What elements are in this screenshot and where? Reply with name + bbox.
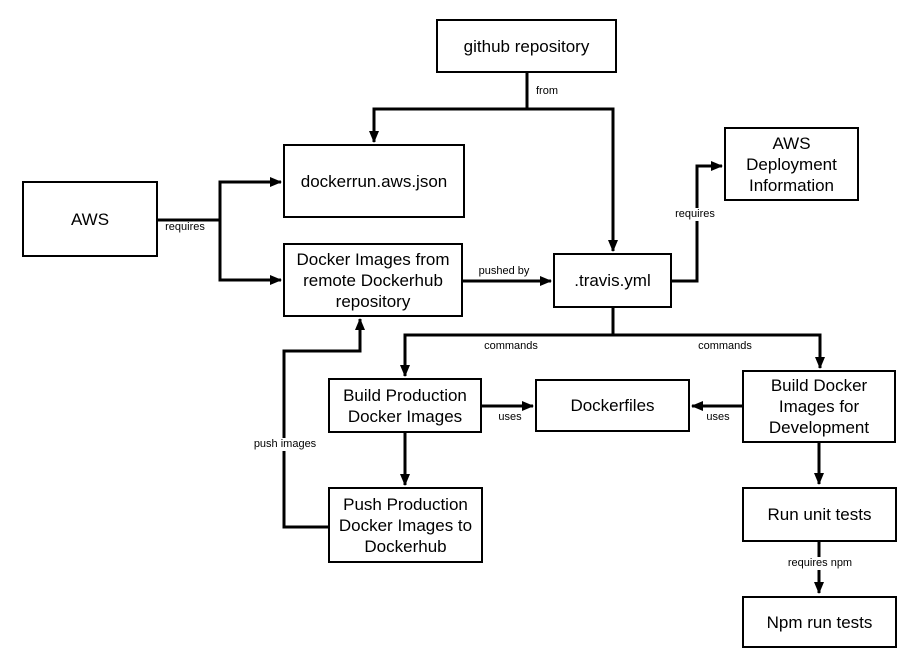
node-label-line: Push Production [343, 494, 468, 514]
node-travis-yml: .travis.yml [553, 253, 672, 308]
node-build-docker-dev: Build Docker Images for Development [742, 370, 896, 443]
node-label-line: Images for [778, 397, 860, 416]
node-docker-images-remote: Docker Images from remote Dockerhub repo… [283, 243, 463, 317]
edge-travis-to-aws-deployment [672, 161, 723, 283]
edge-github-to-dockerrun [369, 73, 529, 143]
node-aws-deployment-information: AWS Deployment Information [724, 127, 859, 201]
node-label-line: Development [768, 418, 870, 437]
edge-push-production-to-docker-images [282, 318, 365, 529]
node-label-line: dockerrun.aws.json [300, 171, 448, 191]
node-label-line: Docker Images [347, 406, 463, 426]
edge-travis-to-build-docker-dev [613, 333, 825, 369]
node-label-line: Docker Images from [296, 249, 450, 269]
node-label-line: Build Docker [770, 376, 868, 395]
node-label-line: AWS [70, 209, 110, 229]
edge-aws-to-dockerrun [158, 177, 282, 222]
node-label-line: Npm run tests [766, 612, 873, 632]
edge-label-uses-right: uses [706, 411, 730, 423]
node-label-line: Deployment [746, 154, 837, 174]
node-run-unit-tests: Run unit tests [742, 487, 897, 542]
node-push-production-images: Push Production Docker Images to Dockerh… [328, 487, 483, 563]
edge-aws-to-docker-images [218, 220, 282, 285]
node-label-line: repository [335, 291, 411, 311]
node-dockerfiles: Dockerfiles [535, 379, 690, 432]
node-label-line: .travis.yml [574, 271, 651, 290]
edge-label-push-images: push images [251, 438, 319, 451]
edge-label-from: from [536, 85, 558, 97]
edge-travis-to-build-production [400, 308, 615, 377]
node-label-line: Dockerhub [364, 536, 447, 556]
node-github-repository: github repository [436, 19, 617, 73]
edge-label-requires-npm: requires npm [785, 557, 855, 570]
node-label-line: Build Production [343, 385, 467, 405]
edge-label-requires-travis: requires [673, 208, 717, 221]
node-label-line: remote Dockerhub [303, 270, 443, 290]
edge-label-requires-aws: requires [165, 221, 205, 233]
node-label-line: AWS [772, 133, 811, 153]
node-build-production-images: Build Production Docker Images [328, 378, 482, 433]
edge-github-to-travis [527, 107, 618, 252]
node-label-line: Information [748, 175, 835, 195]
node-npm-run-tests: Npm run tests [742, 596, 897, 648]
edge-label-commands-left: commands [484, 340, 538, 352]
node-label-line: Docker Images to [338, 515, 473, 535]
edge-label-pushed-by: pushed by [478, 265, 530, 277]
edge-label-commands-right: commands [698, 340, 752, 352]
node-aws: AWS [22, 181, 158, 257]
node-label-line: github repository [463, 36, 590, 56]
node-dockerrun-aws-json: dockerrun.aws.json [283, 144, 465, 218]
node-label-line: Run unit tests [767, 505, 872, 524]
edge-label-uses-left: uses [498, 411, 522, 423]
node-label-line: Dockerfiles [570, 396, 655, 415]
